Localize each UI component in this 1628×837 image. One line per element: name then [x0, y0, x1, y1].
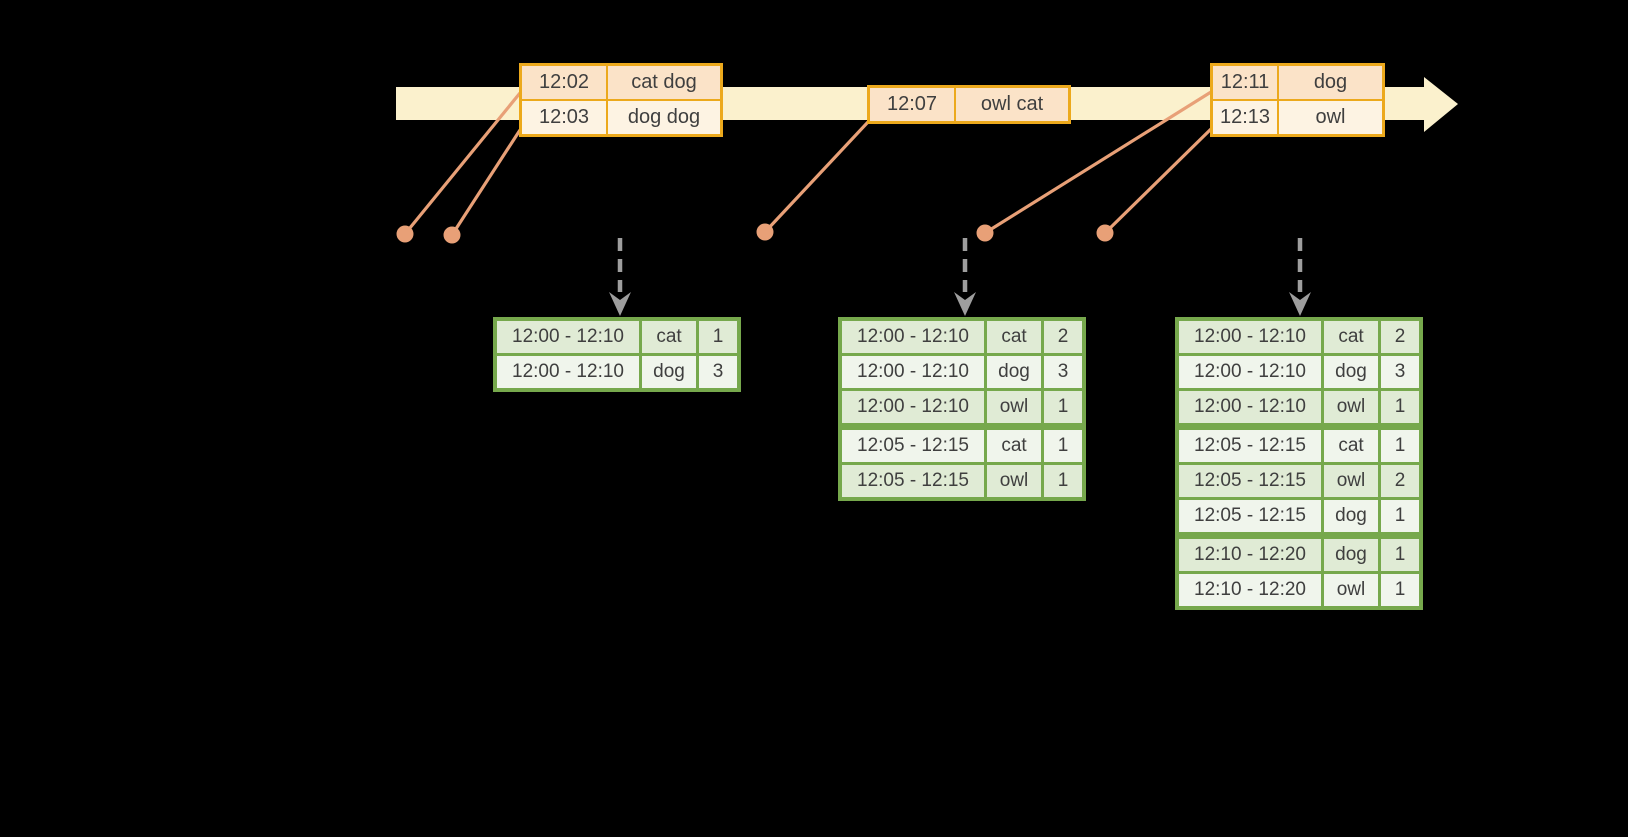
event-time-cell: 12:11	[1213, 66, 1277, 99]
count-cell: 1	[1381, 430, 1419, 462]
count-cell: 2	[1381, 321, 1419, 353]
count-cell: 3	[1381, 356, 1419, 388]
trigger-arrowhead-icon	[1289, 292, 1311, 316]
trigger-arrowhead-icon	[609, 292, 631, 316]
word-cell: dog	[1324, 356, 1378, 388]
event-time-cell: 12:07	[870, 88, 954, 121]
event-words-cell: owl	[1279, 101, 1382, 134]
connector-line	[450, 129, 522, 236]
word-cell: cat	[1324, 321, 1378, 353]
event-words-cell: dog	[1279, 66, 1382, 99]
window-cell: 12:10 - 12:20	[1179, 539, 1321, 571]
word-cell: cat	[987, 321, 1041, 353]
word-cell: owl	[1324, 391, 1378, 423]
word-cell: owl	[987, 391, 1041, 423]
count-cell: 3	[1044, 356, 1082, 388]
window-cell: 12:00 - 12:10	[1179, 356, 1321, 388]
stream-event-dot	[756, 223, 774, 241]
word-cell: dog	[1324, 539, 1378, 571]
word-cell: dog	[642, 356, 696, 388]
event-words-cell: dog dog	[608, 101, 720, 134]
count-cell: 2	[1381, 465, 1419, 497]
count-cell: 1	[699, 321, 737, 353]
window-cell: 12:10 - 12:20	[1179, 574, 1321, 606]
word-cell: dog	[987, 356, 1041, 388]
event-words-cell: owl cat	[956, 88, 1068, 121]
connector-line	[763, 120, 870, 234]
stream-event-dot	[1096, 224, 1114, 242]
word-cell: cat	[987, 430, 1041, 462]
window-cell: 12:05 - 12:15	[1179, 500, 1321, 532]
count-cell: 1	[1381, 500, 1419, 532]
window-cell: 12:00 - 12:10	[842, 356, 984, 388]
window-cell: 12:05 - 12:15	[1179, 430, 1321, 462]
window-cell: 12:00 - 12:10	[842, 391, 984, 423]
count-cell: 1	[1381, 391, 1419, 423]
window-cell: 12:00 - 12:10	[497, 356, 639, 388]
count-cell: 1	[1381, 539, 1419, 571]
event-time-cell: 12:03	[522, 101, 606, 134]
window-cell: 12:00 - 12:10	[1179, 321, 1321, 353]
count-cell: 1	[1044, 391, 1082, 423]
event-time-cell: 12:13	[1213, 101, 1277, 134]
event-time-cell: 12:02	[522, 66, 606, 99]
event-words-cell: cat dog	[608, 66, 720, 99]
stream-event-dot	[976, 224, 994, 242]
timeline-arrowhead-icon	[1424, 77, 1458, 132]
stream-event-dot	[396, 225, 414, 243]
count-cell: 2	[1044, 321, 1082, 353]
window-cell: 12:00 - 12:10	[1179, 391, 1321, 423]
word-cell: owl	[987, 465, 1041, 497]
window-cell: 12:05 - 12:15	[842, 430, 984, 462]
connector-line	[984, 90, 1212, 235]
count-cell: 1	[1381, 574, 1419, 606]
connector-line	[403, 91, 522, 236]
connector-line	[1103, 127, 1213, 235]
window-cell: 12:00 - 12:10	[497, 321, 639, 353]
trigger-arrowhead-icon	[954, 292, 976, 316]
window-cell: 12:00 - 12:10	[842, 321, 984, 353]
count-cell: 1	[1044, 465, 1082, 497]
window-cell: 12:05 - 12:15	[842, 465, 984, 497]
word-cell: dog	[1324, 500, 1378, 532]
word-cell: cat	[1324, 430, 1378, 462]
window-cell: 12:05 - 12:15	[1179, 465, 1321, 497]
word-cell: owl	[1324, 574, 1378, 606]
word-cell: owl	[1324, 465, 1378, 497]
count-cell: 3	[699, 356, 737, 388]
count-cell: 1	[1044, 430, 1082, 462]
word-cell: cat	[642, 321, 696, 353]
stream-event-dot	[443, 226, 461, 244]
